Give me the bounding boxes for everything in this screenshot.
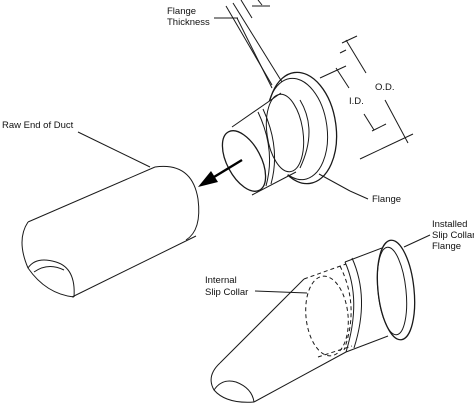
slip-collar-flange-part	[221, 71, 338, 196]
insertion-arrow	[198, 158, 243, 187]
flange-thickness-label-1: Flange	[167, 6, 196, 17]
installed-label-1: Installed	[432, 219, 467, 230]
od-label: O.D.	[375, 82, 395, 93]
od-dimension: O.D.	[339, 35, 414, 160]
id-dimension: I.D.	[319, 65, 387, 132]
raw-duct: Raw End of Duct	[2, 120, 200, 298]
installed-assembly	[210, 239, 416, 403]
flange-thickness-leader	[236, 17, 273, 89]
collar-rear-edge	[265, 93, 305, 173]
installed-flange-leader	[403, 234, 431, 248]
installed-label-3: Flange	[432, 241, 461, 252]
installed-label-2: Slip Collar	[432, 230, 474, 241]
raw-end-of-duct-label: Raw End of Duct	[2, 120, 74, 131]
raw-end-leader	[77, 131, 151, 168]
flange-thickness-callout: Flange Thickness	[167, 0, 283, 89]
internal-label-1: Internal	[205, 275, 237, 286]
flange-callout: Flange	[318, 173, 401, 205]
internal-collar-hidden	[305, 275, 349, 357]
internal-collar-leader	[254, 290, 308, 294]
id-label: I.D.	[349, 96, 364, 107]
internal-label-2: Slip Collar	[205, 287, 248, 298]
installed-flange-callout: Installed Slip Collar Flange	[403, 219, 474, 252]
flange-thickness-label-2: Thickness	[167, 17, 210, 28]
internal-collar-callout: Internal Slip Collar	[205, 275, 308, 298]
flange-label: Flange	[372, 194, 401, 205]
